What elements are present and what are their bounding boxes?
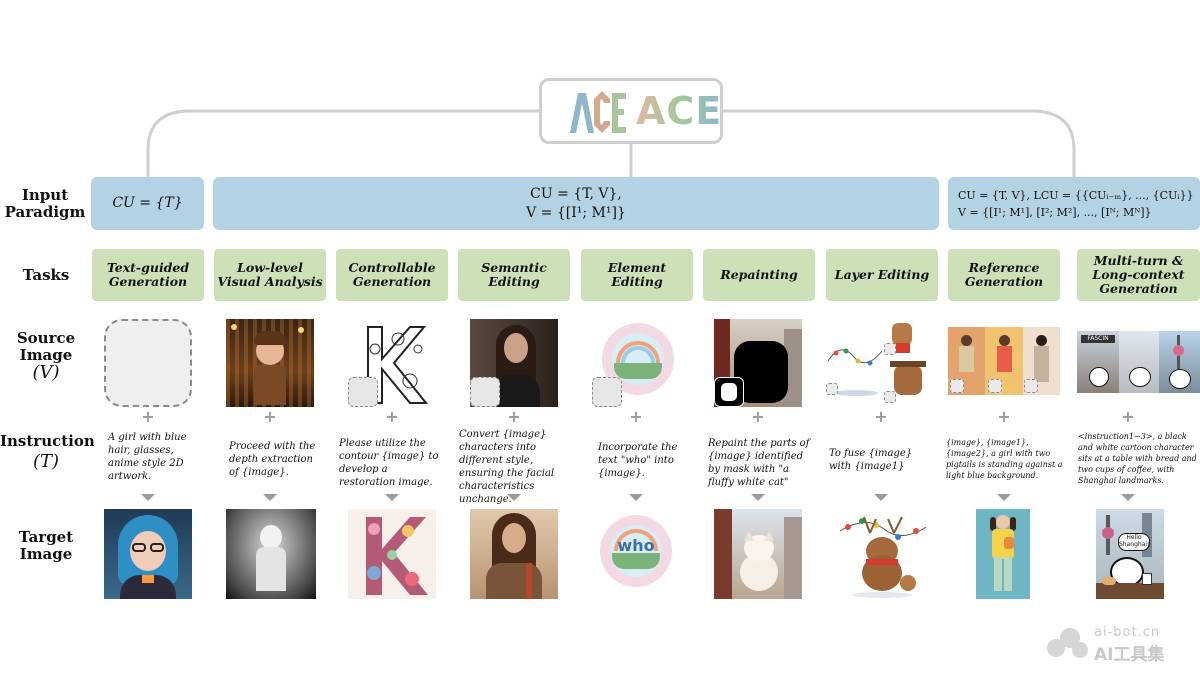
source-image-math: (V) [32, 362, 60, 383]
plus-icon: + [141, 407, 155, 426]
source-reference-images [948, 327, 1060, 395]
instruction-semantic: Convert {image} characters into differen… [459, 429, 555, 505]
source-layer-images [826, 319, 938, 407]
task-repainting: Repainting [703, 249, 815, 301]
plus-icon: + [507, 407, 521, 426]
task-multi-turn-generation: Multi-turn & Long-context Generation [1077, 249, 1200, 301]
down-arrow-icon [751, 494, 765, 501]
task-layer-editing: Layer Editing [826, 249, 938, 301]
instruction-repaint: Repaint the parts of {image} identified … [708, 438, 810, 488]
paradigm-box-single-image: CU = {T, V}, V = {[I¹; M¹]} [213, 177, 939, 230]
down-arrow-icon [1121, 494, 1135, 501]
instruction-multiturn: <instruction1~3>, a black and white cart… [1078, 432, 1197, 485]
down-arrow-icon [629, 494, 643, 501]
source-image-label: Source Image [16, 329, 76, 364]
task-low-level-visual-analysis: Low-level Visual Analysis [214, 249, 326, 301]
source-portrait-image [470, 319, 558, 407]
ace-logo-icon [570, 91, 626, 133]
watermark-logo-icon [1047, 628, 1088, 658]
cafe-speech-bubble-text: Hello Shanghai! [1118, 533, 1150, 551]
source-cartoon-boy-image [226, 319, 314, 407]
down-arrow-icon [141, 494, 155, 501]
target-badge-text-image: who [592, 509, 680, 599]
plus-icon: + [385, 407, 399, 426]
watermark-url: ai-bot.cn [1094, 625, 1161, 640]
row-label-target-image: Target Image [18, 528, 74, 563]
plus-icon: + [874, 407, 888, 426]
paradigm-middle-line1: CU = {T, V}, [530, 185, 622, 202]
down-arrow-icon [507, 494, 521, 501]
down-arrow-icon [385, 494, 399, 501]
plus-icon: + [751, 407, 765, 426]
down-arrow-icon [874, 494, 888, 501]
instruction-math: (T) [32, 451, 60, 472]
task-text-guided-generation: Text-guided Generation [92, 249, 204, 301]
instruction-layer: To fuse {image} with {image1} [829, 448, 913, 472]
plus-icon: + [629, 407, 643, 426]
multiturn-sign-text: FASCIN [1081, 335, 1115, 343]
paradigm-last-line1: CU = {T, V}, LCU = {{CUᵢ₋ₘ}, ..., {CUᵢ}} [958, 188, 1194, 202]
target-styled-portrait-image [470, 509, 558, 599]
ace-logo-text: ACE [636, 89, 723, 133]
row-label-tasks: Tasks [22, 266, 70, 284]
source-contour-image [348, 319, 436, 407]
badge-who-text: who [617, 536, 655, 555]
connector-right [723, 109, 1076, 177]
instruction-contour: Please utilize the contour {image} to de… [339, 438, 439, 488]
target-anime-girl-image [104, 509, 192, 599]
target-pigtail-girl-image [976, 509, 1030, 599]
target-fluffy-cat-image [714, 509, 802, 599]
paradigm-box-long-context: CU = {T, V}, LCU = {{CUᵢ₋ₘ}, ..., {CUᵢ}}… [948, 177, 1200, 230]
watermark-brand: AI工具集 [1094, 645, 1165, 665]
down-arrow-icon [997, 494, 1011, 501]
paradigm-last-line2: V = {[I¹; M¹], [I²; M²], ..., [Iᴺ; Mᴺ]} [958, 205, 1152, 219]
plus-icon: + [263, 407, 277, 426]
target-reindeer-image [836, 509, 930, 599]
down-arrow-icon [263, 494, 277, 501]
instruction-label: Instruction [0, 432, 95, 450]
task-controllable-generation: Controllable Generation [336, 249, 448, 301]
target-floral-letter-image [348, 509, 436, 599]
connector-left [146, 109, 539, 177]
instruction-element: Incorporate the text "who" into {image}. [598, 442, 678, 479]
instruction-text-guided: A girl with blue hair, glasses, anime st… [108, 432, 187, 482]
ace-logo-box: ACE [539, 78, 723, 144]
source-empty-placeholder [104, 319, 192, 407]
instruction-depth: Proceed with the depth extraction of {im… [229, 441, 316, 478]
instruction-reference: {image}, {image1}, {image2}, a girl with… [946, 438, 1063, 480]
row-label-instruction: Instruction (T) [0, 432, 95, 472]
task-reference-generation: Reference Generation [948, 249, 1060, 301]
target-cartoon-cafe-image: Hello Shanghai! [1096, 509, 1164, 599]
row-label-input-paradigm: Input Paradigm [4, 186, 86, 221]
source-rainbow-badge-image [592, 319, 680, 407]
paradigm-box-text-only: CU = {T} [91, 177, 204, 230]
plus-icon: + [1121, 407, 1135, 426]
target-depth-map-image [226, 509, 316, 599]
plus-icon: + [997, 407, 1011, 426]
row-label-source-image: Source Image (V) [0, 329, 92, 383]
task-element-editing: Element Editing [581, 249, 693, 301]
task-semantic-editing: Semantic Editing [458, 249, 570, 301]
source-multiturn-images: FASCIN [1077, 331, 1200, 393]
source-street-mask-image [714, 319, 802, 407]
paradigm-first-text: CU = {T} [112, 195, 183, 211]
paradigm-middle-line2: V = {[I¹; M¹]} [526, 204, 626, 221]
